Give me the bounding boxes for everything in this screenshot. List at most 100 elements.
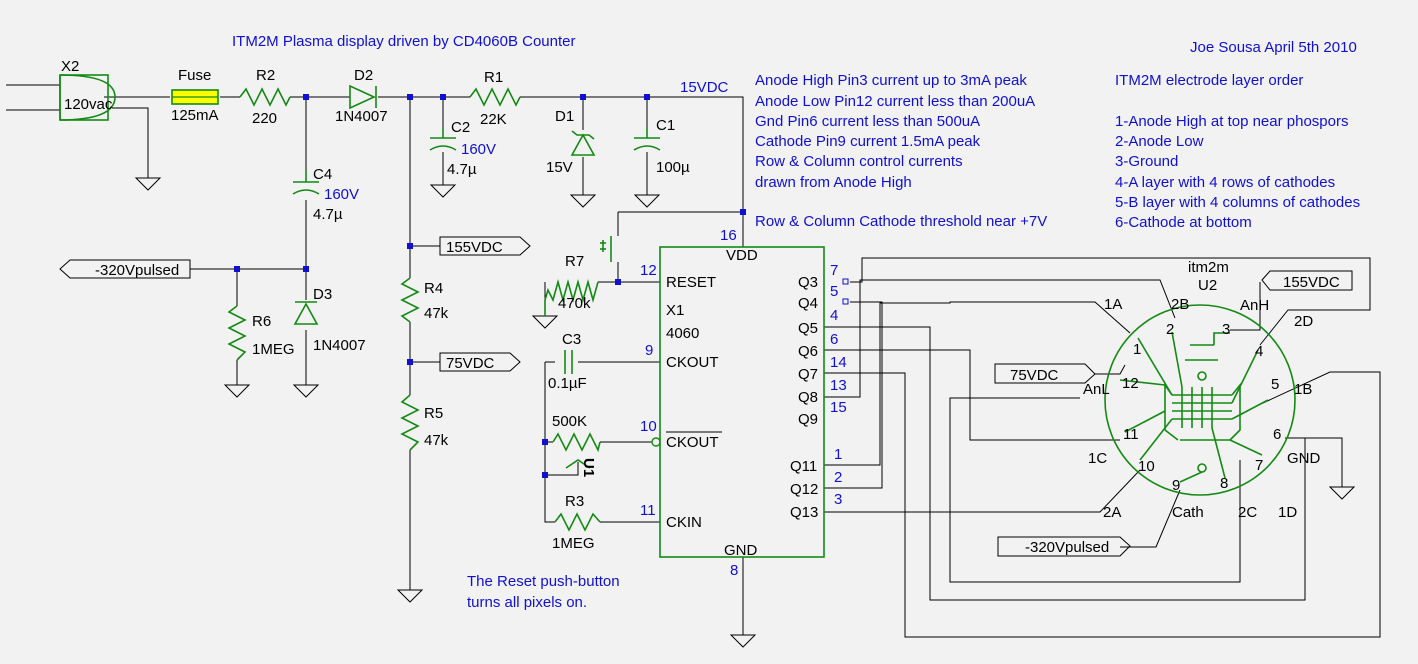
- layer-line: 3-Ground: [1115, 153, 1178, 170]
- svg-text:47k: 47k: [424, 305, 449, 322]
- x1-4060-ic: [651, 246, 849, 558]
- svg-text:4.7µ: 4.7µ: [313, 206, 343, 223]
- note-line: Anode Low Pin12 current less than 200uA: [755, 93, 1035, 110]
- svg-text:3: 3: [1222, 321, 1230, 338]
- c4-capacitor-icon: [292, 170, 320, 195]
- svg-text:500K: 500K: [552, 413, 587, 430]
- svg-text:470k: 470k: [558, 295, 591, 312]
- svg-text:1: 1: [1133, 341, 1141, 358]
- svg-text:12: 12: [1122, 375, 1139, 392]
- svg-text:15: 15: [830, 399, 847, 416]
- layer-order-block: ITM2M electrode layer order 1-Anode High…: [1115, 72, 1360, 231]
- svg-text:R6: R6: [252, 313, 271, 330]
- svg-text:8: 8: [730, 562, 738, 579]
- r7-resistor-icon: [544, 279, 599, 316]
- net-15vdc: 15VDC: [680, 79, 729, 96]
- svg-text:C2: C2: [451, 119, 470, 136]
- svg-text:13: 13: [830, 377, 847, 394]
- c4-voltage: 160V: [324, 186, 359, 203]
- net-neg320-left: -320Vpulsed: [95, 262, 179, 279]
- svg-text:Q9: Q9: [798, 411, 818, 428]
- svg-text:2D: 2D: [1294, 313, 1313, 330]
- svg-text:7: 7: [1255, 457, 1263, 474]
- wires: [6, 84, 1381, 638]
- svg-text:R4: R4: [424, 280, 443, 297]
- svg-text:R3: R3: [565, 493, 584, 510]
- svg-text:R2: R2: [256, 67, 275, 84]
- svg-text:10: 10: [1138, 458, 1155, 475]
- notes-block: Anode High Pin3 current up to 3mA peak A…: [755, 72, 1047, 230]
- svg-text:GND: GND: [724, 542, 758, 559]
- layer-line: 5-B layer with 4 columns of cathodes: [1115, 194, 1360, 211]
- reset-pushbutton-icon[interactable]: [600, 236, 612, 262]
- svg-text:C4: C4: [313, 166, 332, 183]
- svg-text:C3: C3: [562, 331, 581, 348]
- svg-text:47k: 47k: [424, 432, 449, 449]
- svg-text:2: 2: [834, 469, 842, 486]
- svg-text:D3: D3: [313, 286, 332, 303]
- svg-text:Cath: Cath: [1172, 504, 1204, 521]
- c2-capacitor-icon: [429, 128, 457, 151]
- note-line: Anode High Pin3 current up to 3mA peak: [755, 72, 1027, 89]
- svg-text:1C: 1C: [1088, 450, 1107, 467]
- svg-text:9: 9: [645, 342, 653, 359]
- svg-text:1MEG: 1MEG: [552, 535, 595, 552]
- svg-text:D1: D1: [555, 108, 574, 125]
- net-neg320-tube: -320Vpulsed: [1025, 539, 1109, 556]
- svg-text:9: 9: [1172, 477, 1180, 494]
- r5-resistor-icon: [400, 394, 420, 451]
- d3-diode-icon: [293, 301, 319, 325]
- svg-text:Q8: Q8: [798, 389, 818, 406]
- svg-text:8: 8: [1220, 475, 1228, 492]
- svg-text:VDD: VDD: [726, 247, 758, 264]
- svg-text:4.7µ: 4.7µ: [447, 161, 477, 178]
- svg-text:2C: 2C: [1238, 504, 1257, 521]
- note-line: Row & Column Cathode threshold near +7V: [755, 213, 1047, 230]
- net-155vdc-tube: 155VDC: [1283, 274, 1340, 291]
- r3-resistor-icon: [554, 512, 601, 532]
- fuse-icon: [171, 89, 219, 105]
- svg-text:0.1µF: 0.1µF: [548, 375, 587, 392]
- layer-line: 1-Anode High at top near phospors: [1115, 113, 1349, 130]
- svg-text:U1: U1: [580, 458, 597, 477]
- u1-potentiometer-icon[interactable]: [552, 432, 601, 469]
- r2-resistor-icon: [239, 87, 291, 107]
- r1-resistor-icon: [469, 87, 521, 107]
- ground-icon: [134, 177, 1356, 648]
- c3-capacitor-icon: [564, 350, 573, 374]
- x2-source-icon: [59, 74, 116, 121]
- svg-text:4: 4: [1255, 343, 1263, 360]
- note-line: Cathode Pin9 current 1.5mA peak: [755, 133, 981, 150]
- svg-text:GND: GND: [1287, 450, 1321, 467]
- svg-text:1N4007: 1N4007: [313, 337, 366, 354]
- svg-text:Q4: Q4: [798, 295, 818, 312]
- svg-text:C1: C1: [656, 117, 675, 134]
- svg-text:10: 10: [640, 418, 657, 435]
- svg-text:12: 12: [640, 262, 657, 279]
- svg-text:1D: 1D: [1278, 504, 1297, 521]
- svg-text:1B: 1B: [1294, 381, 1312, 398]
- svg-text:Q11: Q11: [790, 458, 817, 475]
- svg-text:125mA: 125mA: [171, 107, 219, 124]
- net-flags: [59, 236, 1353, 557]
- svg-text:22K: 22K: [480, 111, 507, 128]
- layer-line: 2-Anode Low: [1115, 133, 1204, 150]
- reset-note: The Reset push-button turns all pixels o…: [467, 573, 620, 611]
- svg-text:AnH: AnH: [1240, 297, 1269, 314]
- svg-text:7: 7: [830, 262, 838, 279]
- svg-text:2B: 2B: [1171, 296, 1189, 313]
- svg-text:R1: R1: [484, 69, 503, 86]
- r4-resistor-icon: [400, 277, 420, 323]
- svg-text:4060: 4060: [666, 325, 699, 342]
- net-75vdc-tube: 75VDC: [1010, 367, 1059, 384]
- svg-text:1N4007: 1N4007: [335, 108, 388, 125]
- svg-text:X1: X1: [666, 302, 684, 319]
- schematic-title: ITM2M Plasma display driven by CD4060B C…: [232, 33, 575, 50]
- d2-diode-icon: [349, 84, 377, 110]
- svg-text:Q7: Q7: [798, 366, 818, 383]
- svg-text:11: 11: [1123, 426, 1139, 443]
- svg-text:6: 6: [830, 331, 838, 348]
- svg-text:4: 4: [830, 307, 838, 324]
- net-75vdc: 75VDC: [446, 355, 495, 372]
- svg-text:14: 14: [830, 354, 847, 371]
